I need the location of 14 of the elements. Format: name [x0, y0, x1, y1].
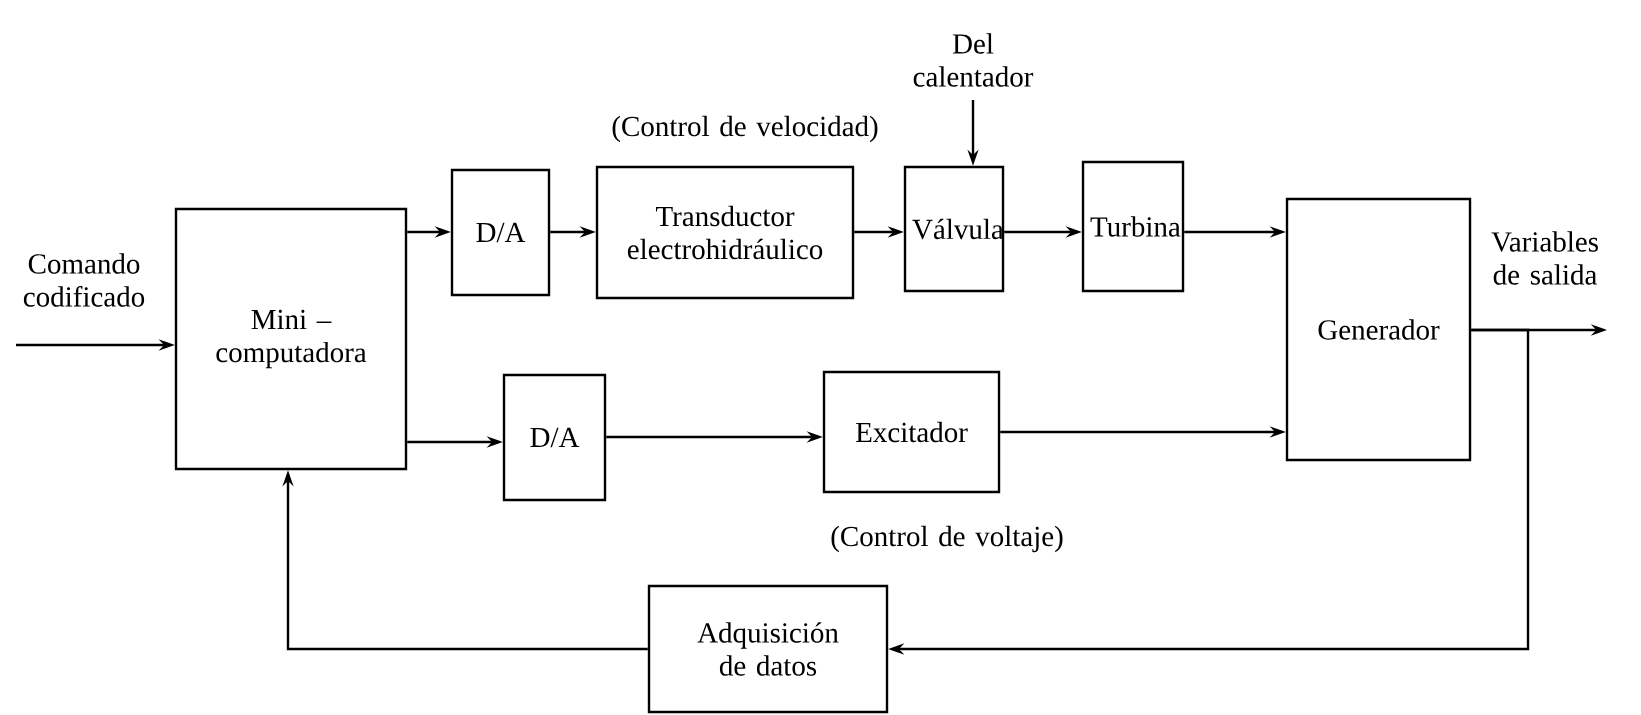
block-box: Mini – computadora [174, 207, 408, 471]
edge-label: Comando codificado [23, 253, 145, 307]
edge-label: Del calentador [913, 33, 1034, 87]
block-box: Generador [1285, 197, 1472, 462]
annotation-text: (Control de voltaje) [831, 525, 1063, 553]
block-box: Válvula [903, 165, 1005, 293]
block-box: Transductor electrohidráulico [595, 165, 855, 300]
block-box: D/A [502, 373, 607, 502]
block-box: Turbina [1081, 160, 1185, 293]
block-box: Excitador [822, 370, 1001, 494]
edge-label: Variables de salida [1491, 231, 1598, 285]
block-box: Adquisición de datos [647, 584, 889, 714]
block-box: D/A [450, 168, 551, 297]
annotation-text: (Control de velocidad) [612, 115, 878, 143]
